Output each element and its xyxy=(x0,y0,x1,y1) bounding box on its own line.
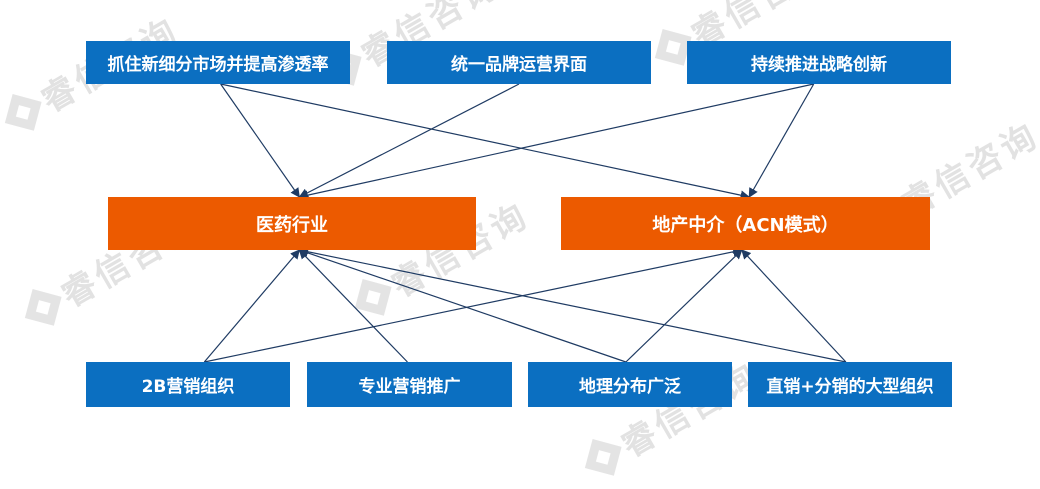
connector-arrow-c1-i2 xyxy=(204,247,743,363)
capability-label: 直销+分销的大型组织 xyxy=(766,377,934,397)
strategy-label: 抓住新细分市场并提高渗透率 xyxy=(107,55,329,75)
capability-box-2b-sales-org: 2B营销组织 xyxy=(86,362,290,407)
connector-arrow-c4-i2 xyxy=(741,249,847,363)
industry-box-real-estate-agency: 地产中介（ACN模式） xyxy=(561,197,930,250)
connector-arrow-s2-i1 xyxy=(298,83,520,198)
connector-arrow-c3-i2 xyxy=(625,249,743,363)
strategy-box-brand-interface: 统一品牌运营界面 xyxy=(387,41,651,84)
industry-label: 地产中介（ACN模式） xyxy=(652,214,839,236)
industry-box-pharma: 医药行业 xyxy=(108,197,476,250)
capability-label: 地理分布广泛 xyxy=(579,377,681,397)
connector-arrow-c4-i1 xyxy=(298,247,847,363)
connector-arrow-c1-i1 xyxy=(203,249,300,363)
strategy-label: 持续推进战略创新 xyxy=(751,55,887,75)
connector-arrow-c3-i1 xyxy=(298,248,627,363)
capability-box-direct-distribution-org: 直销+分销的大型组织 xyxy=(748,362,952,407)
strategy-box-market-penetration: 抓住新细分市场并提高渗透率 xyxy=(86,41,350,84)
capability-box-geographic-coverage: 地理分布广泛 xyxy=(528,362,732,407)
connector-arrow-s1-i2 xyxy=(220,83,751,200)
connector-arrow-c2-i1 xyxy=(298,249,408,363)
connector-arrow-s3-i2 xyxy=(748,83,815,198)
capability-box-professional-marketing: 专业营销推广 xyxy=(307,362,512,407)
diagram-connectors xyxy=(203,83,847,363)
capability-label: 2B营销组织 xyxy=(141,377,235,397)
connector-arrow-s1-i1 xyxy=(220,83,300,198)
capability-label: 专业营销推广 xyxy=(358,377,461,397)
industry-label: 医药行业 xyxy=(256,214,328,236)
strategy-label: 统一品牌运营界面 xyxy=(451,55,587,75)
strategy-box-innovation: 持续推进战略创新 xyxy=(687,41,951,84)
connector-arrow-s3-i1 xyxy=(298,83,814,200)
